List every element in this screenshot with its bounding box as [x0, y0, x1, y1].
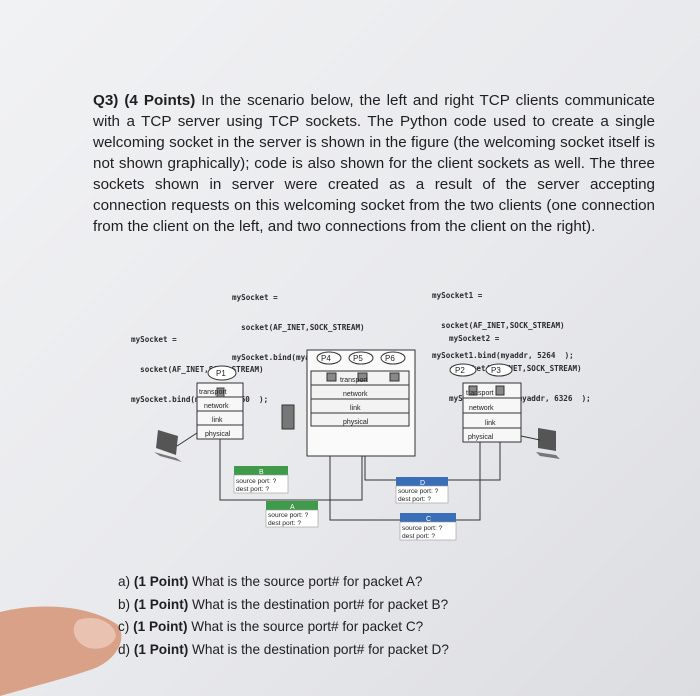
- left-layer-physical: physical: [205, 431, 231, 438]
- question-body: In the scenario below, the left and righ…: [93, 92, 655, 235]
- packet-c-dest: dest port: ?: [402, 533, 435, 540]
- left-layer-network: network: [204, 403, 229, 410]
- process-p3: P3: [491, 366, 501, 375]
- right-host-stack: [449, 363, 522, 443]
- subquestion-points: (1 Point): [133, 574, 189, 589]
- code-line: socket(AF_INET,SOCK_STREAM): [131, 365, 264, 374]
- subquestion-text: What is the destination port# for packet…: [192, 642, 449, 657]
- packet-d-source: source port: ?: [398, 488, 439, 495]
- packet-d-dest: dest port: ?: [398, 496, 431, 503]
- left-computer: [154, 430, 182, 462]
- process-p1: P1: [216, 369, 226, 378]
- left-layer-link: link: [212, 417, 223, 424]
- code-line: mySocket1.bind(myaddr, 5264 );: [432, 351, 574, 360]
- server-layer-link: link: [350, 405, 361, 412]
- packet-b: B source port: ? dest port: ?: [233, 466, 289, 494]
- process-p2: P2: [455, 366, 465, 375]
- question-text: Q3) (4 Points) In the scenario below, th…: [93, 90, 655, 237]
- left-host-stack: [196, 365, 244, 440]
- subquestion-letter: a): [118, 574, 131, 589]
- right-layer-link: link: [485, 420, 496, 427]
- code-line: socket(AF_INET,SOCK_STREAM): [232, 323, 365, 332]
- process-p4: P4: [321, 354, 331, 363]
- left-layer-transport: transport: [199, 389, 227, 396]
- subquestion-b: b) (1 Point) What is the destination por…: [118, 597, 638, 612]
- packet-c: C source port: ? dest port: ?: [399, 513, 457, 541]
- server-layer-physical: physical: [343, 419, 369, 426]
- thumb: [0, 606, 122, 696]
- code-line: mySocket =: [131, 335, 177, 344]
- subquestion-a: a) (1 Point) What is the source port# fo…: [118, 574, 638, 589]
- server-layer-transport: transport: [340, 377, 368, 384]
- right-layer-transport: transport: [466, 390, 494, 397]
- packet-d: D source port: ? dest port: ?: [395, 477, 449, 504]
- code-line: mySocket2 =: [449, 334, 500, 343]
- code-line: mySocket1 =: [432, 291, 483, 300]
- packet-d-label: D: [420, 480, 425, 487]
- right-layer-network: network: [469, 405, 494, 412]
- subquestion-c: c) (1 Point) What is the source port# fo…: [118, 619, 638, 634]
- right-layer-physical: physical: [468, 434, 494, 441]
- packet-c-source: source port: ?: [402, 525, 443, 532]
- subquestion-letter: c): [118, 619, 130, 634]
- packet-a-label: A: [290, 504, 295, 511]
- server-layer-network: network: [343, 391, 368, 398]
- packet-a-dest: dest port: ?: [268, 520, 301, 527]
- subquestion-d: d) (1 Point) What is the destination por…: [118, 642, 638, 657]
- right-computer: [536, 428, 560, 459]
- packet-b-source: source port: ?: [236, 478, 277, 485]
- code-line: mySocket =: [232, 293, 278, 302]
- code-line: socket(AF_INET,SOCK_STREAM): [432, 321, 565, 330]
- subquestion-points: (1 Point): [133, 597, 189, 612]
- subquestion-points: (1 Point): [133, 619, 188, 634]
- subquestion-letter: d): [118, 642, 131, 657]
- packet-b-dest: dest port: ?: [236, 486, 269, 493]
- packet-b-label: B: [259, 469, 264, 476]
- subquestion-text: What is the source port# for packet A?: [192, 574, 423, 589]
- subquestion-text: What is the source port# for packet C?: [191, 619, 424, 634]
- packet-a: A source port: ? dest port: ?: [265, 501, 319, 528]
- question-label: Q3) (4 Points): [93, 92, 196, 109]
- packet-a-source: source port: ?: [268, 512, 309, 519]
- process-p5: P5: [353, 354, 363, 363]
- subquestion-points: (1 Point): [133, 642, 189, 657]
- server-stack: [281, 349, 416, 457]
- subquestion-letter: b): [118, 597, 131, 612]
- process-p6: P6: [385, 354, 395, 363]
- code-right-client-1: mySocket1 = socket(AF_INET,SOCK_STREAM) …: [432, 271, 574, 371]
- code-line: socket(AF_INET,SOCK_STREAM): [449, 364, 582, 373]
- packet-c-label: C: [426, 516, 431, 523]
- subquestion-text: What is the destination port# for packet…: [192, 597, 449, 612]
